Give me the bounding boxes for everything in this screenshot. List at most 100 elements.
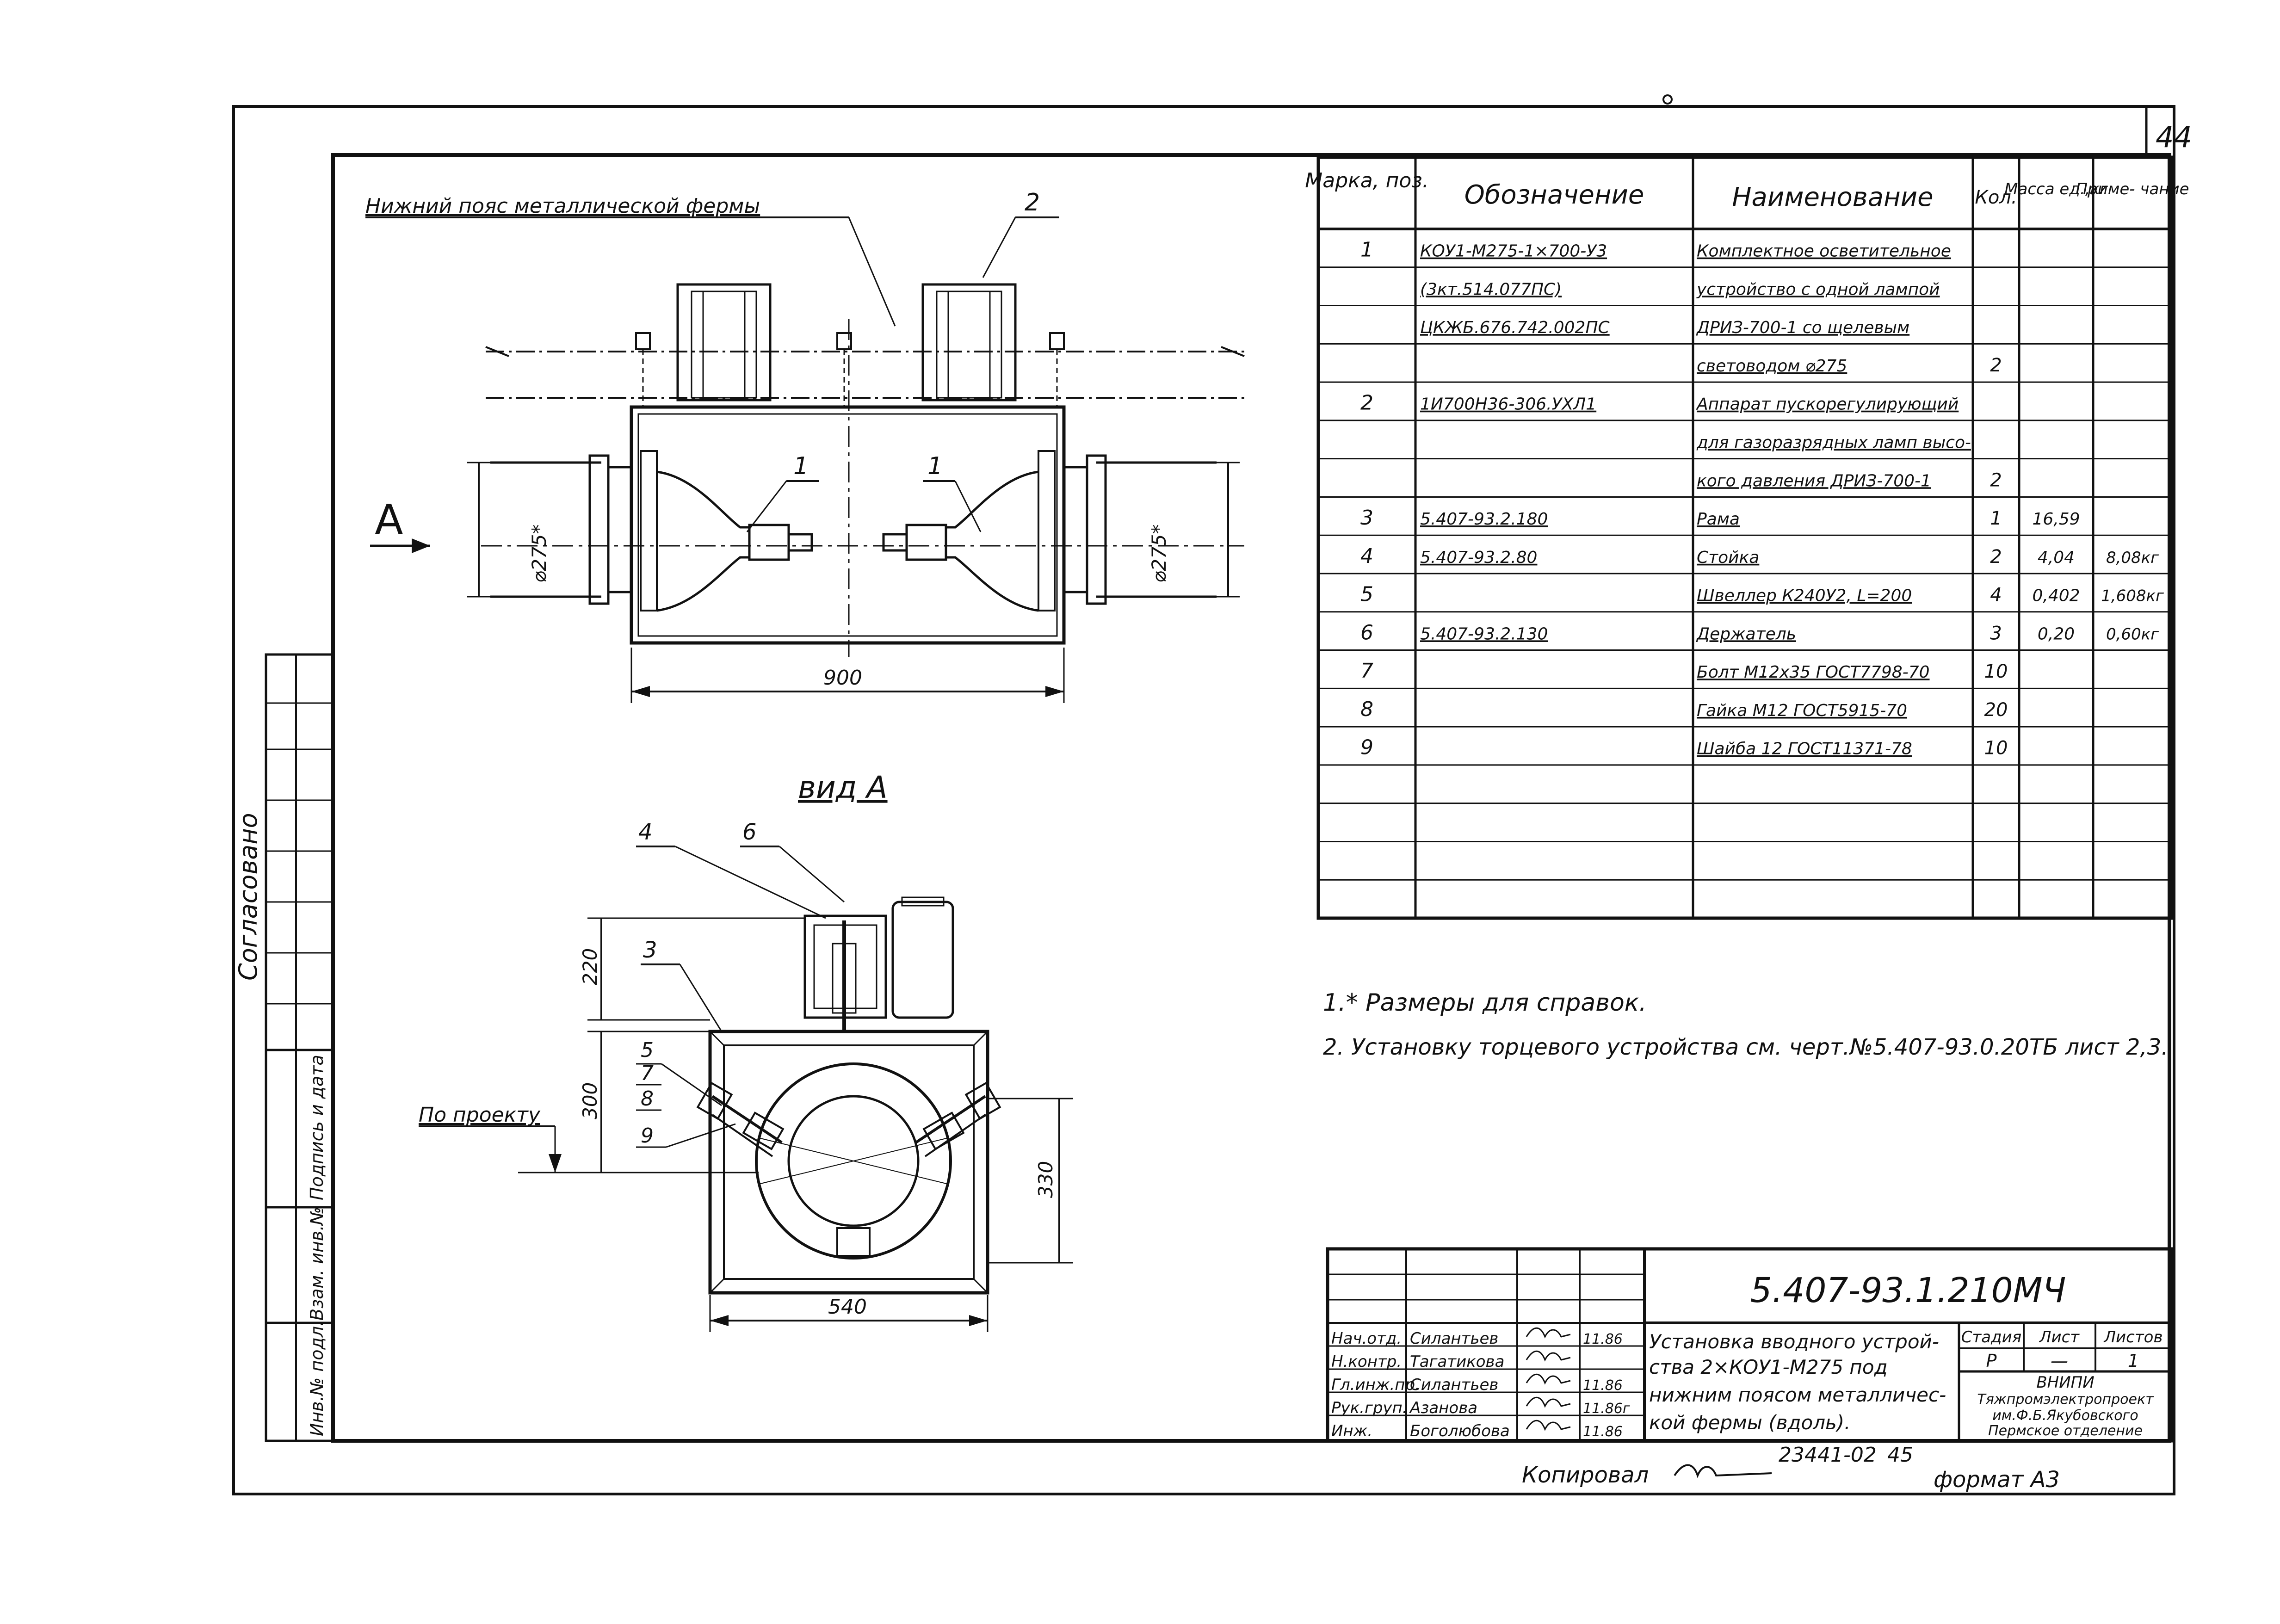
side-label-inv: Инв.№ подл. bbox=[307, 1321, 327, 1436]
spec-cell: 20 bbox=[1984, 699, 2008, 721]
callout-8: 8 bbox=[641, 1087, 654, 1111]
spec-cell: 0,60кг bbox=[2106, 625, 2159, 643]
signature-mark bbox=[1526, 1396, 1571, 1408]
signer-cell: 11.86 bbox=[1583, 1377, 1623, 1394]
org-line-3: им.Ф.Б.Якубовского bbox=[1992, 1408, 2138, 1424]
spec-cell: Шайба 12 ГОСТ11371-78 bbox=[1697, 740, 1912, 759]
th-mass: Масса ед.,кг bbox=[2004, 180, 2108, 198]
spec-cell: 3 bbox=[1990, 623, 2002, 644]
spec-cell: 6 bbox=[1360, 621, 1373, 644]
spec-cell: световодом ⌀275 bbox=[1697, 357, 1847, 376]
sheets-label: Листов bbox=[2103, 1328, 2163, 1346]
doc-code: 5.407-93.1.210МЧ bbox=[1750, 1271, 2066, 1310]
spec-cell: устройство с одной лампой bbox=[1696, 280, 1940, 299]
footer-doc-number: 23441-02 bbox=[1779, 1443, 1877, 1467]
side-stamp-strip bbox=[265, 653, 334, 1442]
th-note: Приме- чание bbox=[2076, 180, 2189, 198]
spec-cell: 1И700Н36-306.УХЛ1 bbox=[1420, 395, 1596, 414]
view-a-title: вид A bbox=[798, 770, 888, 805]
po-proektu-label: По проекту bbox=[419, 1103, 541, 1127]
th-mark: Марка, поз. bbox=[1305, 169, 1428, 192]
spec-cell: 5 bbox=[1360, 583, 1373, 606]
spec-cell: кого давления ДРИЗ-700-1 bbox=[1697, 471, 1931, 490]
spec-table-grid bbox=[1316, 155, 2174, 920]
spec-cell: 4,04 bbox=[2038, 548, 2075, 567]
callout-4: 4 bbox=[638, 819, 653, 845]
dim-330: 330 bbox=[1034, 1161, 1057, 1198]
signer-cell: Боголюбова bbox=[1410, 1422, 1510, 1440]
spec-cell: 1,608кг bbox=[2101, 587, 2164, 605]
note-2: 2. Установку торцевого устройства см. че… bbox=[1323, 1034, 2169, 1060]
spec-cell: 0,402 bbox=[2032, 587, 2080, 605]
plan-view bbox=[370, 283, 1245, 703]
dim-540: 540 bbox=[828, 1295, 867, 1319]
th-designation: Обозначение bbox=[1464, 180, 1644, 210]
signer-cell: Силантьев bbox=[1410, 1329, 1498, 1348]
spec-cell: Держатель bbox=[1696, 624, 1796, 643]
spec-cell: Рама bbox=[1697, 510, 1740, 529]
signer-cell: Рук.груп. bbox=[1331, 1399, 1408, 1417]
dim-300: 300 bbox=[579, 1082, 601, 1119]
spec-cell: 2 bbox=[1990, 355, 2002, 376]
callout-6: 6 bbox=[742, 819, 757, 845]
spec-cell: КОУ1-М275-1×700-У3 bbox=[1420, 242, 1607, 261]
signer-cell: Гл.инж.пр. bbox=[1331, 1376, 1420, 1394]
spec-cell: 5.407-93.2.80 bbox=[1420, 548, 1537, 567]
callout-1-left: 1 bbox=[793, 452, 809, 480]
signer-cell: Инж. bbox=[1331, 1422, 1372, 1440]
signer-cell: Нач.отд. bbox=[1331, 1329, 1402, 1348]
dim-220: 220 bbox=[579, 948, 601, 985]
spec-cell: 1 bbox=[1990, 508, 2002, 529]
callout-7: 7 bbox=[641, 1062, 654, 1085]
spec-cell: 2 bbox=[1990, 546, 2002, 568]
note-1: 1.* Размеры для справок. bbox=[1323, 989, 1647, 1017]
signature-mark bbox=[1526, 1373, 1571, 1385]
footer-copied: Копировал bbox=[1522, 1462, 1649, 1488]
spec-table-rows: 1 КОУ1-М275-1×700-У3 Комплектное осветител… bbox=[1318, 238, 2172, 881]
title-line-1: Установка вводного устрой- bbox=[1649, 1330, 1939, 1353]
spec-cell: 2 bbox=[1360, 391, 1373, 415]
stage-value: Р bbox=[1986, 1351, 1997, 1371]
punch-hole bbox=[1662, 94, 1673, 105]
spec-cell: 9 bbox=[1360, 736, 1373, 760]
side-label-vzam: Взам. инв.№ bbox=[307, 1207, 327, 1321]
spec-cell: 4 bbox=[1990, 585, 2002, 606]
spec-cell: 5.407-93.2.130 bbox=[1420, 624, 1548, 643]
spec-cell: Аппарат пускорегулирующий bbox=[1696, 395, 1959, 414]
signature-mark bbox=[1526, 1350, 1571, 1362]
spec-cell: Болт М12х35 ГОСТ7798-70 bbox=[1697, 663, 1930, 682]
spec-cell: ДРИЗ-700-1 со щелевым bbox=[1696, 318, 1909, 337]
signer-cell: 11.86 bbox=[1583, 1331, 1623, 1347]
footer-format: формат А3 bbox=[1934, 1467, 2060, 1493]
sheet-value: — bbox=[2051, 1351, 2068, 1371]
title-line-2: ства 2×КОУ1-М275 под bbox=[1649, 1356, 1888, 1378]
copier-signature bbox=[1674, 1464, 1772, 1478]
spec-cell: 10 bbox=[1984, 661, 2008, 682]
callout-5: 5 bbox=[641, 1038, 654, 1062]
spec-cell: 3 bbox=[1360, 506, 1373, 530]
signature-mark bbox=[1526, 1420, 1571, 1431]
th-name: Наименование bbox=[1732, 182, 1933, 212]
signer-cell: Силантьев bbox=[1410, 1376, 1498, 1394]
spec-cell: Гайка М12 ГОСТ5915-70 bbox=[1697, 701, 1907, 720]
spec-cell: 7 bbox=[1360, 659, 1373, 683]
org-line-4: Пермское отделение bbox=[1988, 1423, 2143, 1439]
callout-1-right: 1 bbox=[927, 452, 943, 480]
signer-cell: Азанова bbox=[1409, 1399, 1477, 1417]
note-top-chord: Нижний пояс металлической фермы bbox=[365, 194, 760, 218]
spec-cell: Швеллер К240У2, L=200 bbox=[1697, 587, 1912, 605]
spec-cell: для газоразрядных ламп высо- bbox=[1696, 433, 1971, 452]
signer-cell: Тагатикова bbox=[1410, 1352, 1504, 1371]
dim-275-left: ⌀275* bbox=[528, 525, 550, 583]
spec-cell: 4 bbox=[1360, 544, 1373, 568]
sheets-value: 1 bbox=[2128, 1351, 2139, 1371]
spec-cell: Комплектное осветительное bbox=[1697, 242, 1951, 261]
signer-cell: Н.контр. bbox=[1331, 1352, 1402, 1371]
spec-cell: 10 bbox=[1984, 738, 2008, 759]
callout-3: 3 bbox=[643, 937, 657, 963]
signer-cell: 11.86 bbox=[1583, 1424, 1623, 1440]
spec-cell: 8,08кг bbox=[2106, 549, 2159, 567]
spec-cell: Стойка bbox=[1697, 548, 1759, 567]
stage-label: Стадия bbox=[1961, 1328, 2021, 1346]
